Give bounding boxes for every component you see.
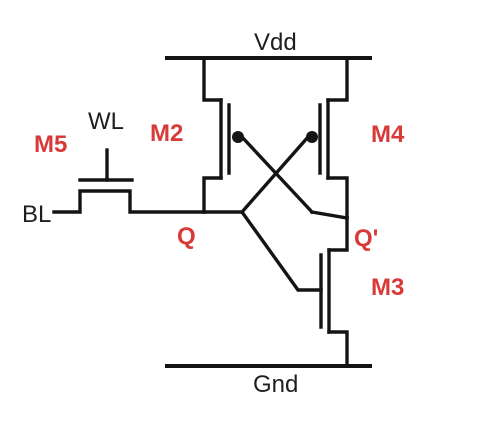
q-label: Q: [177, 223, 196, 250]
m2-label: M2: [150, 120, 183, 147]
wl-label: WL: [88, 108, 124, 135]
m3-label: M3: [371, 274, 404, 301]
vdd-label: Vdd: [254, 29, 297, 56]
m5-transistor: [52, 148, 206, 214]
bl-label: BL: [22, 201, 51, 228]
m4-transistor: [306, 56, 349, 220]
m2-transistor: [202, 56, 244, 214]
cross-coupled-wires: [202, 134, 349, 292]
q-bar-label: Q': [354, 225, 378, 252]
gnd-label: Gnd: [253, 371, 298, 398]
m3-transistor: [319, 216, 349, 368]
m5-label: M5: [34, 131, 67, 158]
m4-label: M4: [371, 121, 405, 148]
